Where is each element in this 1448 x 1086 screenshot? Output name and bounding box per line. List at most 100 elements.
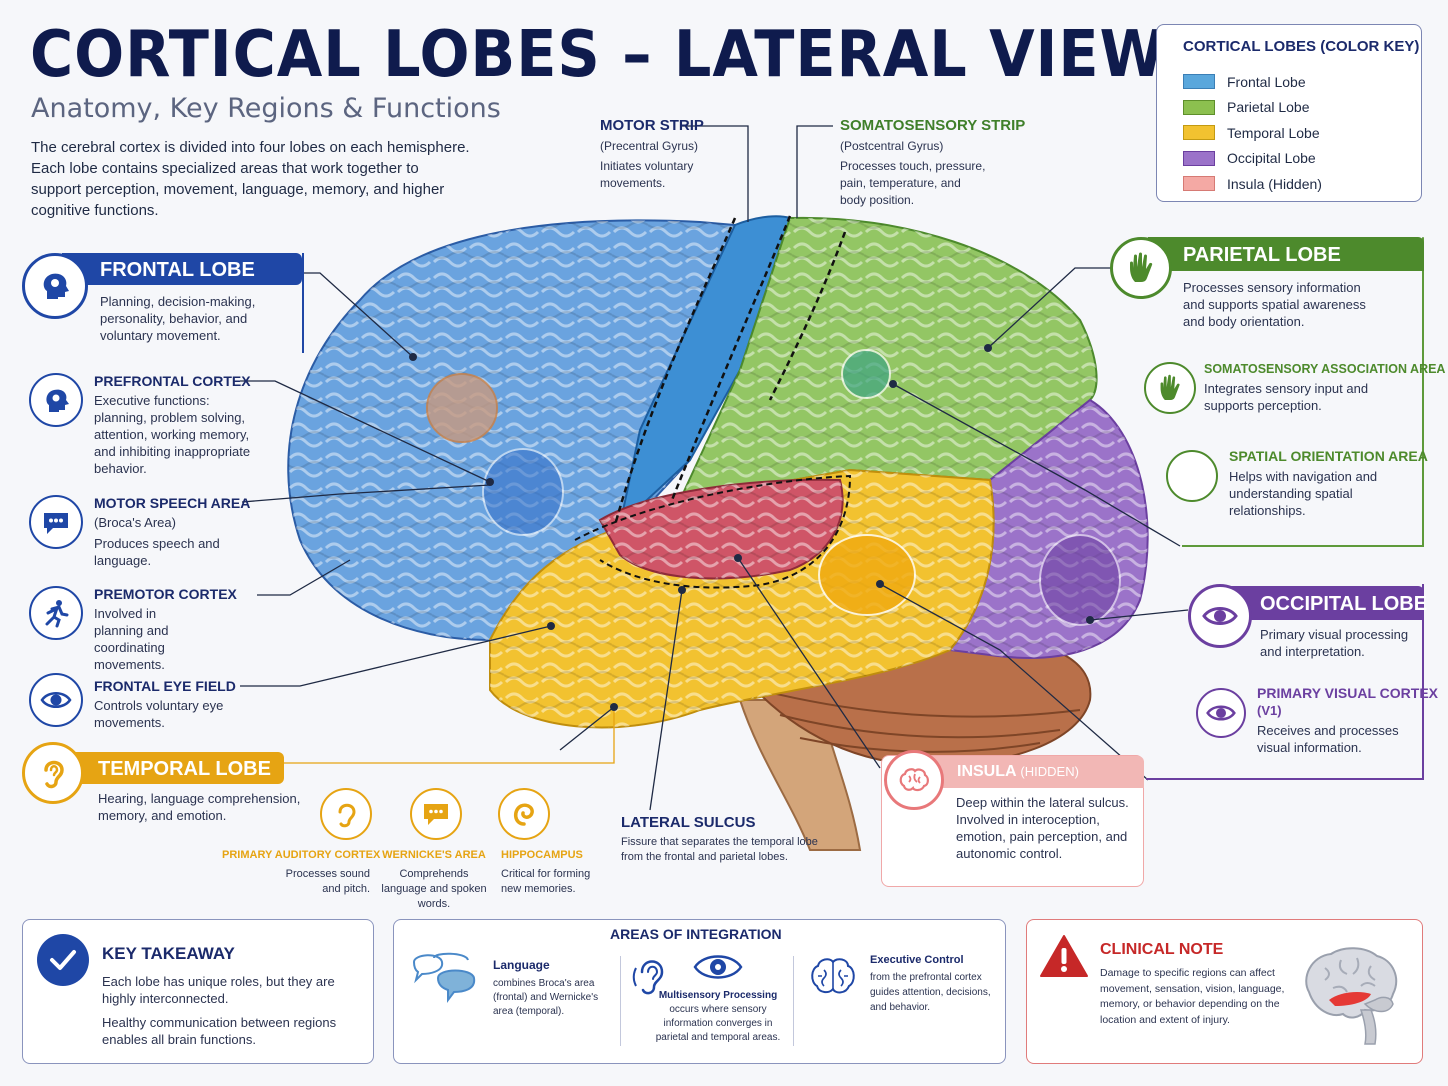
gears-head-icon [29,373,83,427]
somatosensory-association-callout: SOMATOSENSORY ASSOCIATION AREA Integrate… [1204,362,1446,414]
primary-auditory-callout: PRIMARY AUDITORY CORTEX Processes sound … [222,849,381,897]
occipital-lobe-desc: Primary visual processing and interpreta… [1260,627,1409,659]
spatial-orientation-desc: Helps with navigation and understanding … [1229,469,1378,518]
primary-auditory-title: PRIMARY AUDITORY CORTEX [222,849,381,861]
somatosensory-association-title: SOMATOSENSORY ASSOCIATION AREA [1204,362,1446,376]
motor-strip-desc: Initiates voluntary movements. [600,159,694,190]
primary-auditory-desc: Processes sound and pitch. [285,868,370,895]
auditory-ear-icon [320,788,372,840]
somatosensory-strip-title: SOMATOSENSORY STRIP [840,117,1026,134]
motor-strip-sub: (Precentral Gyrus) [600,139,699,153]
temporal-lobe-panel: TEMPORAL LOBE Hearing, language comprehe… [22,742,322,832]
frontal-eye-field-desc: Controls voluntary eye movements. [94,698,224,730]
legend-item-insula: Insula (Hidden) [1183,171,1322,197]
insula-panel: INSULA (HIDDEN) Deep within the lateral … [881,750,1144,887]
legend-title: CORTICAL LOBES (COLOR KEY) [1183,38,1420,55]
hand-sense-icon [1144,362,1196,414]
chat-bubbles-icon [410,950,480,1015]
insula-title: INSULA [957,763,1016,780]
legend-item-occipital: Occipital Lobe [1183,146,1322,172]
multisensory-desc: occurs where sensory information converg… [655,1004,781,1043]
brain-lesion-icon [1295,938,1405,1053]
motor-strip-title: MOTOR STRIP [600,117,704,134]
somatosensory-association-desc: Integrates sensory input and supports pe… [1204,381,1369,413]
legend-swatch [1183,99,1215,115]
hippocampus-callout: HIPPOCAMPUS Critical for forming new mem… [501,849,601,897]
prefrontal-cortex-title: PREFRONTAL CORTEX [94,373,251,389]
multisensory-eye-icon [692,950,744,989]
insula-desc: Deep within the lateral sulcus. Involved… [956,795,1129,861]
parietal-lobe-title: PARIETAL LOBE [1183,244,1341,266]
wernickes-area-desc: Comprehends language and spoken words. [381,868,487,910]
insula-title-row: INSULA (HIDDEN) [957,763,1079,781]
hippocampus-swirl-icon [498,788,550,840]
somatosensory-strip-desc: Processes touch, pressure, pain, tempera… [840,159,986,207]
motor-speech-area-sub: (Broca's Area) [94,515,176,530]
motor-speech-area-title: MOTOR SPEECH AREA [94,495,251,511]
key-takeaway-title: KEY TAKEAWAY [102,944,235,963]
language-desc: combines Broca's area (frontal) and Wern… [493,978,599,1017]
legend-swatch [1183,150,1215,166]
speech-chat-icon [410,788,462,840]
primary-visual-cortex-callout: PRIMARY VISUAL CORTEX (V1) Receives and … [1257,685,1438,756]
spatial-orientation-callout: SPATIAL ORIENTATION AREA Helps with navi… [1229,448,1428,519]
primary-visual-cortex-title: PRIMARY VISUAL CORTEX [1257,685,1438,701]
key-takeaway-p1: Each lobe has unique roles, but they are… [102,974,335,1006]
parietal-lobe-panel: PARIETAL LOBE Processes sensory informat… [1108,237,1424,547]
temporal-lobe-title: TEMPORAL LOBE [98,758,271,780]
motor-speech-area-callout: MOTOR SPEECH AREA (Broca's Area) Produce… [94,495,251,569]
clinical-note-title: CLINICAL NOTE [1100,941,1224,958]
frontal-lobe-title: FRONTAL LOBE [100,259,255,281]
legend-swatch [1183,125,1215,141]
spatial-orientation-title: SPATIAL ORIENTATION AREA [1229,448,1428,464]
eye-icon [29,673,83,727]
frontal-eye-field-callout: FRONTAL EYE FIELD Controls voluntary eye… [94,678,244,731]
premotor-cortex-desc: Involved in planning and coordinating mo… [94,606,169,672]
motor-speech-area-desc: Produces speech and language. [94,536,220,568]
multisensory-title: Multisensory Processing [658,990,778,1001]
clinical-note-desc: Damage to specific regions can affect mo… [1100,967,1285,1026]
lateral-sulcus-callout: LATERAL SULCUS Fissure that separates th… [621,814,821,865]
head-gear-icon [22,253,88,319]
lateral-sulcus-desc: Fissure that separates the temporal lobe… [621,836,818,863]
frontal-lobe-panel: FRONTAL LOBE Planning, decision-making, … [22,253,304,353]
brain-icon [884,750,944,810]
hand-icon [1110,237,1172,299]
lateral-sulcus-title: LATERAL SULCUS [621,814,756,831]
wernickes-area-callout: WERNICKE'S AREA Comprehends language and… [378,849,490,912]
language-title: Language [493,958,550,972]
frontal-lobe-desc: Planning, decision-making, personality, … [100,294,256,343]
occipital-lobe-title: OCCIPITAL LOBE [1260,593,1428,615]
temporal-lobe-desc: Hearing, language comprehension, memory,… [98,791,301,823]
key-takeaway-panel: KEY TAKEAWAY Each lobe has unique roles,… [22,919,374,1064]
ear-icon [22,742,84,804]
premotor-cortex-title: PREMOTOR CORTEX [94,586,237,602]
somatosensory-strip-sub: (Postcentral Gyrus) [840,139,944,153]
occipital-lobe-panel: OCCIPITAL LOBE Primary visual processing… [1146,584,1428,780]
visual-eye-icon [1196,688,1246,738]
legend-item-temporal: Temporal Lobe [1183,120,1322,146]
hippocampus-title: HIPPOCAMPUS [501,849,583,861]
primary-visual-cortex-desc: Receives and processes visual informatio… [1257,723,1399,755]
compass-icon [1166,450,1218,502]
parietal-lobe-desc: Processes sensory information and suppor… [1183,280,1366,329]
premotor-cortex-callout: PREMOTOR CORTEX Involved in planning and… [94,586,244,673]
wernickes-area-title: WERNICKE'S AREA [382,849,486,861]
intro-text: The cerebral cortex is divided into four… [31,139,470,219]
clinical-note-panel: CLINICAL NOTE Damage to specific regions… [1026,919,1423,1064]
prefrontal-cortex-callout: PREFRONTAL CORTEX Executive functions: p… [94,373,274,477]
motor-strip-callout: MOTOR STRIP (Precentral Gyrus) Initiates… [600,117,740,192]
legend-item-frontal: Frontal Lobe [1183,69,1322,95]
executive-brain-icon [808,954,858,1005]
executive-title: Executive Control [870,954,964,966]
legend-item-parietal: Parietal Lobe [1183,95,1322,121]
hippocampus-desc: Critical for forming new memories. [501,868,591,895]
running-person-icon [29,586,83,640]
legend-swatch [1183,74,1215,90]
page-title: CORTICAL LOBES – LATERAL VIEW [30,18,1166,92]
checkmark-icon [37,934,89,986]
multisensory-ear-icon [632,950,670,1009]
integration-title: AREAS OF INTEGRATION [610,926,782,942]
color-legend: CORTICAL LOBES (COLOR KEY) Frontal Lobe … [1156,24,1422,202]
